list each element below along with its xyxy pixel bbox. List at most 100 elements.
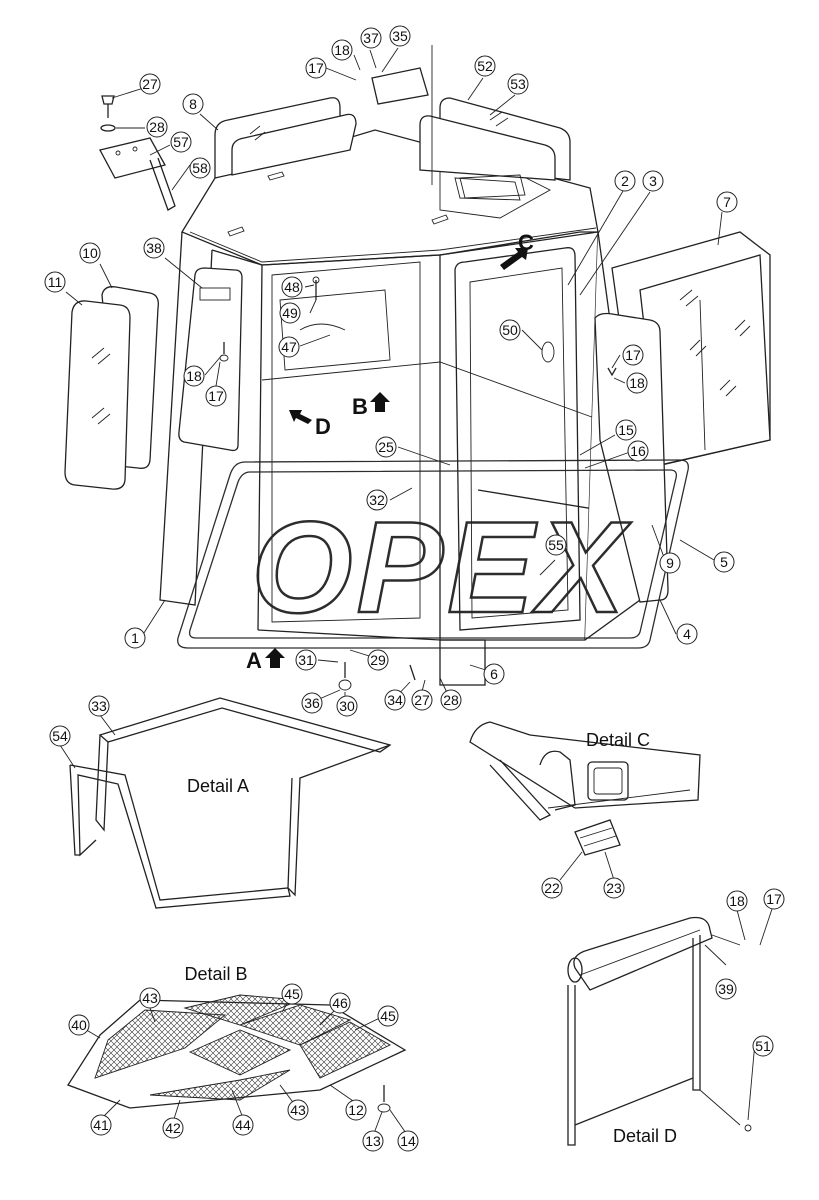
callout-number: 17	[766, 891, 782, 907]
left-windows	[64, 286, 159, 490]
bolt-bracket-hardware	[99, 95, 176, 211]
callout-circle	[139, 987, 161, 1009]
callout-number: 43	[142, 990, 158, 1006]
callout-circle	[752, 1035, 774, 1057]
callout-44: 44	[232, 1114, 254, 1136]
watermark-text: OPEX	[251, 494, 632, 640]
callout-7: 7	[716, 191, 738, 213]
callout-number: 27	[414, 692, 430, 708]
callout-circle	[331, 39, 353, 61]
callout-50: 50	[499, 319, 521, 341]
callout-number: 1	[131, 630, 139, 646]
callout-circle	[182, 93, 204, 115]
callout-15: 15	[615, 419, 637, 441]
callout-52: 52	[474, 55, 496, 77]
callout-number: 17	[625, 347, 641, 363]
callout-number: 31	[298, 652, 314, 668]
view-arrows: C B D A	[246, 230, 534, 673]
callout-circle	[603, 877, 625, 899]
callout-number: 53	[510, 76, 526, 92]
callout-number: 8	[189, 96, 197, 112]
callout-circle	[375, 436, 397, 458]
callout-27: 27	[139, 73, 161, 95]
callout-8: 8	[182, 93, 204, 115]
callout-circle	[336, 695, 358, 717]
callout-circle	[541, 877, 563, 899]
detail-c-label: Detail C	[586, 730, 650, 750]
callout-circle	[295, 649, 317, 671]
callout-circle	[279, 302, 301, 324]
callout-number: 13	[365, 1133, 381, 1149]
callout-43: 43	[287, 1099, 309, 1121]
callout-circle	[68, 1014, 90, 1036]
callout-number: 12	[348, 1102, 364, 1118]
callout-22: 22	[541, 877, 563, 899]
callout-17: 17	[622, 344, 644, 366]
callout-17: 17	[305, 57, 327, 79]
callout-number: 38	[146, 240, 162, 256]
detail-d: Detail D	[567, 916, 752, 1146]
callout-14: 14	[397, 1130, 419, 1152]
callout-circle	[170, 131, 192, 153]
callout-circle	[281, 276, 303, 298]
fastener-hardware	[219, 276, 617, 691]
callout-number: 47	[281, 339, 297, 355]
callout-48: 48	[281, 276, 303, 298]
detail-b: Detail B	[67, 964, 407, 1113]
callout-49: 49	[279, 302, 301, 324]
callout-33: 33	[88, 695, 110, 717]
callout-10: 10	[79, 242, 101, 264]
callout-circle	[232, 1114, 254, 1136]
callout-51: 51	[752, 1035, 774, 1057]
callout-number: 36	[304, 695, 320, 711]
callout-number: 37	[363, 30, 379, 46]
callout-number: 42	[165, 1120, 181, 1136]
callout-number: 17	[208, 388, 224, 404]
callout-circle	[189, 157, 211, 179]
callout-number: 29	[370, 652, 386, 668]
callout-number: 51	[755, 1038, 771, 1054]
callout-number: 35	[392, 28, 408, 44]
callout-circle	[627, 440, 649, 462]
callout-circle	[362, 1130, 384, 1152]
callout-circle	[763, 888, 785, 910]
detail-c: Detail C	[469, 721, 701, 856]
callout-circle	[44, 271, 66, 293]
callout-number: 58	[192, 160, 208, 176]
watermark: OPEX	[177, 459, 689, 649]
callout-16: 16	[627, 440, 649, 462]
callout-number: 7	[723, 194, 731, 210]
callout-2: 2	[614, 170, 636, 192]
callout-number: 16	[630, 443, 646, 459]
callout-circle	[642, 170, 664, 192]
callout-number: 55	[548, 537, 564, 553]
callout-circle	[183, 365, 205, 387]
callout-circle	[205, 385, 227, 407]
callout-39: 39	[715, 978, 737, 1000]
callout-53: 53	[507, 73, 529, 95]
callout-43: 43	[139, 987, 161, 1009]
callout-number: 9	[666, 555, 674, 571]
callout-circle	[329, 992, 351, 1014]
callout-4: 4	[676, 623, 698, 645]
callout-36: 36	[301, 692, 323, 714]
callout-circle	[440, 689, 462, 711]
callout-circle	[345, 1099, 367, 1121]
callout-number: 30	[339, 698, 355, 714]
view-arrow-c-label: C	[518, 230, 534, 255]
callout-number: 18	[729, 893, 745, 909]
callout-25: 25	[375, 436, 397, 458]
callout-58: 58	[189, 157, 211, 179]
detail-a-label: Detail A	[187, 776, 249, 796]
callout-18: 18	[331, 39, 353, 61]
callout-circle	[483, 663, 505, 685]
view-arrow-a-label: A	[246, 648, 262, 673]
callout-18: 18	[726, 890, 748, 912]
callout-27: 27	[411, 689, 433, 711]
callout-circle	[411, 689, 433, 711]
callout-circle	[614, 170, 636, 192]
callout-35: 35	[389, 25, 411, 47]
callout-circle	[90, 1114, 112, 1136]
